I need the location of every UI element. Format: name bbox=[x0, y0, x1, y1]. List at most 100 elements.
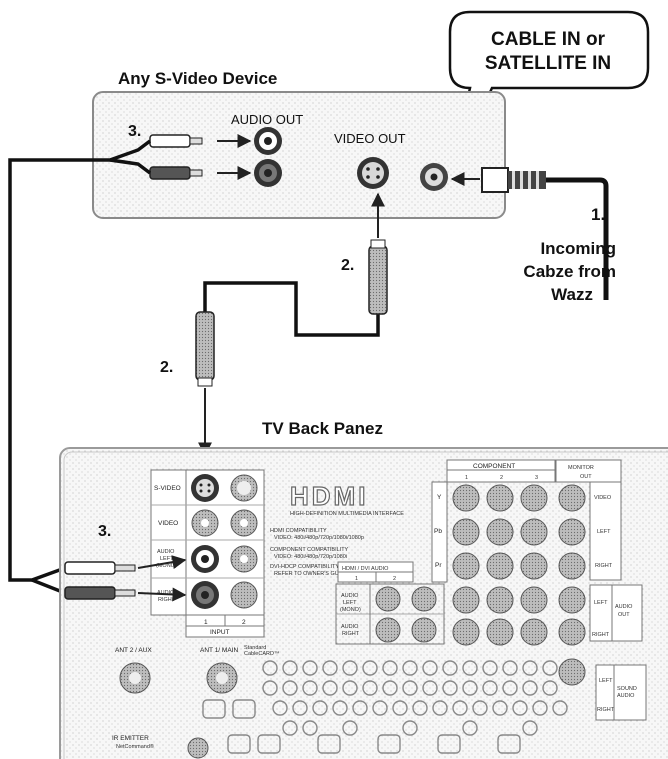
comp-3: 3 bbox=[535, 475, 538, 481]
hdmi-dvi-audio-label: HDMI / DVI AUDIO bbox=[342, 566, 389, 572]
audio-out-right: RIGHT bbox=[592, 632, 610, 638]
audio-left-b3: (MONO) bbox=[340, 607, 361, 613]
right-audio-jack[interactable] bbox=[558, 658, 586, 686]
tv-audio-right-2: RIGHT bbox=[158, 597, 176, 603]
hdmi-audio-right-2-jack[interactable] bbox=[411, 617, 437, 643]
svideo-device-box: AUDIO OUT VIDEO OUT bbox=[92, 91, 506, 219]
sound-right: RIGHT bbox=[597, 707, 615, 713]
audio-out-2: OUT bbox=[618, 612, 630, 618]
tv-back-panel: S-VIDEO VIDEO AUDIO LEFT (MONO) AUDIO RI… bbox=[59, 447, 668, 759]
comp-pr: Pr bbox=[435, 562, 442, 569]
rca-plug-red-tv bbox=[64, 586, 136, 600]
comp-y: Y bbox=[437, 494, 442, 501]
incoming-line-3: Wazz bbox=[551, 285, 593, 304]
tv-svideo-in-2-jack[interactable] bbox=[230, 474, 258, 502]
comp-1: 1 bbox=[465, 475, 468, 481]
rca-plug-white-device bbox=[149, 134, 203, 148]
video-out-label: VIDEO OUT bbox=[334, 131, 406, 146]
tv-audio-left-in-2-jack[interactable] bbox=[230, 545, 258, 573]
incoming-line-1: Incoming bbox=[540, 239, 616, 258]
monitor-left: LEFT bbox=[597, 529, 611, 535]
audio-cable-white bbox=[8, 139, 152, 582]
ant1-small-1: Standard bbox=[244, 645, 266, 651]
hdmi-tagline: HIGH-DEFINITION MULTIMEDIA INTERFACE bbox=[290, 511, 404, 517]
tv-video-in-1-jack[interactable] bbox=[191, 509, 219, 537]
callout-line-2: SATELLITE IN bbox=[485, 53, 611, 74]
audio-right-b2: RIGHT bbox=[342, 631, 360, 637]
step-3-label-device: 3. bbox=[128, 123, 141, 140]
tv-audio-right-in-2-jack[interactable] bbox=[230, 581, 258, 609]
tv-video-in-2-jack[interactable] bbox=[230, 509, 258, 537]
tv-svideo-label: S-VIDEO bbox=[154, 485, 181, 492]
ant1-jack[interactable] bbox=[206, 662, 238, 694]
input-1-label: 1 bbox=[204, 619, 208, 626]
tv-panel-title: TV Back Panez bbox=[262, 419, 383, 438]
audio-left-b1: AUDIO bbox=[341, 593, 359, 599]
comp-compat-1: COMPONENT COMPATIBILITY bbox=[270, 547, 349, 553]
device-audio-out-jack-red[interactable] bbox=[254, 159, 282, 187]
tv-audio-left-3: (MONO) bbox=[156, 563, 177, 569]
monitor-out-jacks[interactable] bbox=[558, 484, 586, 646]
monitor-right: RIGHT bbox=[595, 563, 613, 569]
tv-svideo-in-1-jack[interactable] bbox=[191, 474, 219, 502]
hdmi-compat-1: HDMI COMPATIBILITY bbox=[270, 528, 327, 534]
comp-compat-2: VIDEO: 480i/480p/720p/1080i bbox=[274, 554, 347, 560]
coax-plug bbox=[481, 167, 546, 193]
audio-left-b2: LEFT bbox=[343, 600, 357, 606]
device-audio-out-jack-white[interactable] bbox=[254, 127, 282, 155]
speaker-terminal-field bbox=[202, 660, 568, 754]
hdmi-audio-left-2-jack[interactable] bbox=[411, 586, 437, 612]
hdmi-compat-2: VIDEO: 480i/480p/720p/1080i/1080p bbox=[274, 535, 364, 541]
audio-out-left: LEFT bbox=[594, 600, 608, 606]
hdmi-audio-2: 2 bbox=[393, 576, 396, 582]
hdmi-audio-1: 1 bbox=[355, 576, 358, 582]
rca-plug-white-tv bbox=[64, 561, 136, 575]
svideo-plug-device bbox=[368, 239, 388, 315]
ir-emitter-jack[interactable] bbox=[187, 737, 209, 759]
dvi-compat-1: DVI-HDCP COMPATIBILITY bbox=[270, 564, 339, 570]
ant2-label: ANT 2 / AUX bbox=[115, 647, 152, 654]
dvi-compat-2: REFER TO OWNER'S GUIDE bbox=[274, 571, 348, 577]
audio-arrow-tv-red bbox=[137, 587, 187, 602]
hdmi-logo: HDMI bbox=[290, 481, 368, 511]
input-label: INPUT bbox=[210, 629, 230, 636]
step-2-label-device: 2. bbox=[341, 257, 354, 274]
tv-audio-left-2: LEFT bbox=[160, 556, 174, 562]
input-2-label: 2 bbox=[242, 619, 246, 626]
ant1-small-2: CableCARD™ bbox=[244, 651, 279, 657]
comp-2: 2 bbox=[500, 475, 503, 481]
step-1-label: 1. bbox=[591, 205, 605, 224]
monitor-video: VIDEO bbox=[594, 495, 612, 501]
netcommand-label: NetCommand® bbox=[116, 743, 154, 750]
hdmi-audio-left-1-jack[interactable] bbox=[375, 586, 401, 612]
tv-audio-left-1: AUDIO bbox=[157, 549, 175, 555]
component-jacks[interactable] bbox=[452, 484, 548, 646]
hdmi-audio-right-1-jack[interactable] bbox=[375, 617, 401, 643]
audio-out-1: AUDIO bbox=[615, 604, 633, 610]
step-3-label-tv: 3. bbox=[98, 523, 111, 540]
device-svideo-out-jack[interactable] bbox=[357, 157, 389, 189]
tv-audio-right-1: AUDIO bbox=[157, 590, 175, 596]
tv-audio-left-in-1-jack[interactable] bbox=[191, 545, 219, 573]
audio-out-label: AUDIO OUT bbox=[231, 112, 303, 127]
ant2-jack[interactable] bbox=[119, 662, 151, 694]
tv-audio-right-in-1-jack[interactable] bbox=[191, 581, 219, 609]
step-2-label-tv: 2. bbox=[160, 359, 173, 376]
comp-pb: Pb bbox=[434, 528, 442, 535]
svideo-cable bbox=[203, 281, 380, 337]
callout-line-1: CABLE IN or bbox=[491, 29, 606, 50]
component-label: COMPONENT bbox=[473, 463, 515, 470]
device-title: Any S-Video Device bbox=[118, 69, 277, 88]
audio-arrow-tv-white bbox=[137, 555, 187, 570]
audio-cable-red-upper bbox=[109, 158, 152, 175]
svideo-plug-tv bbox=[195, 311, 215, 387]
ir-emitter-label: IR EMITTER bbox=[112, 735, 149, 742]
incoming-coax-cable bbox=[546, 177, 609, 300]
incoming-line-2: Cabze from bbox=[523, 262, 616, 281]
ant1-label: ANT 1/ MAIN bbox=[200, 647, 238, 654]
device-cable-in-jack[interactable] bbox=[420, 163, 448, 191]
cable-satellite-callout: CABLE IN or SATELLITE IN bbox=[448, 10, 650, 179]
audio-right-b1: AUDIO bbox=[341, 624, 359, 630]
sound-label-1: SOUND bbox=[617, 686, 637, 692]
